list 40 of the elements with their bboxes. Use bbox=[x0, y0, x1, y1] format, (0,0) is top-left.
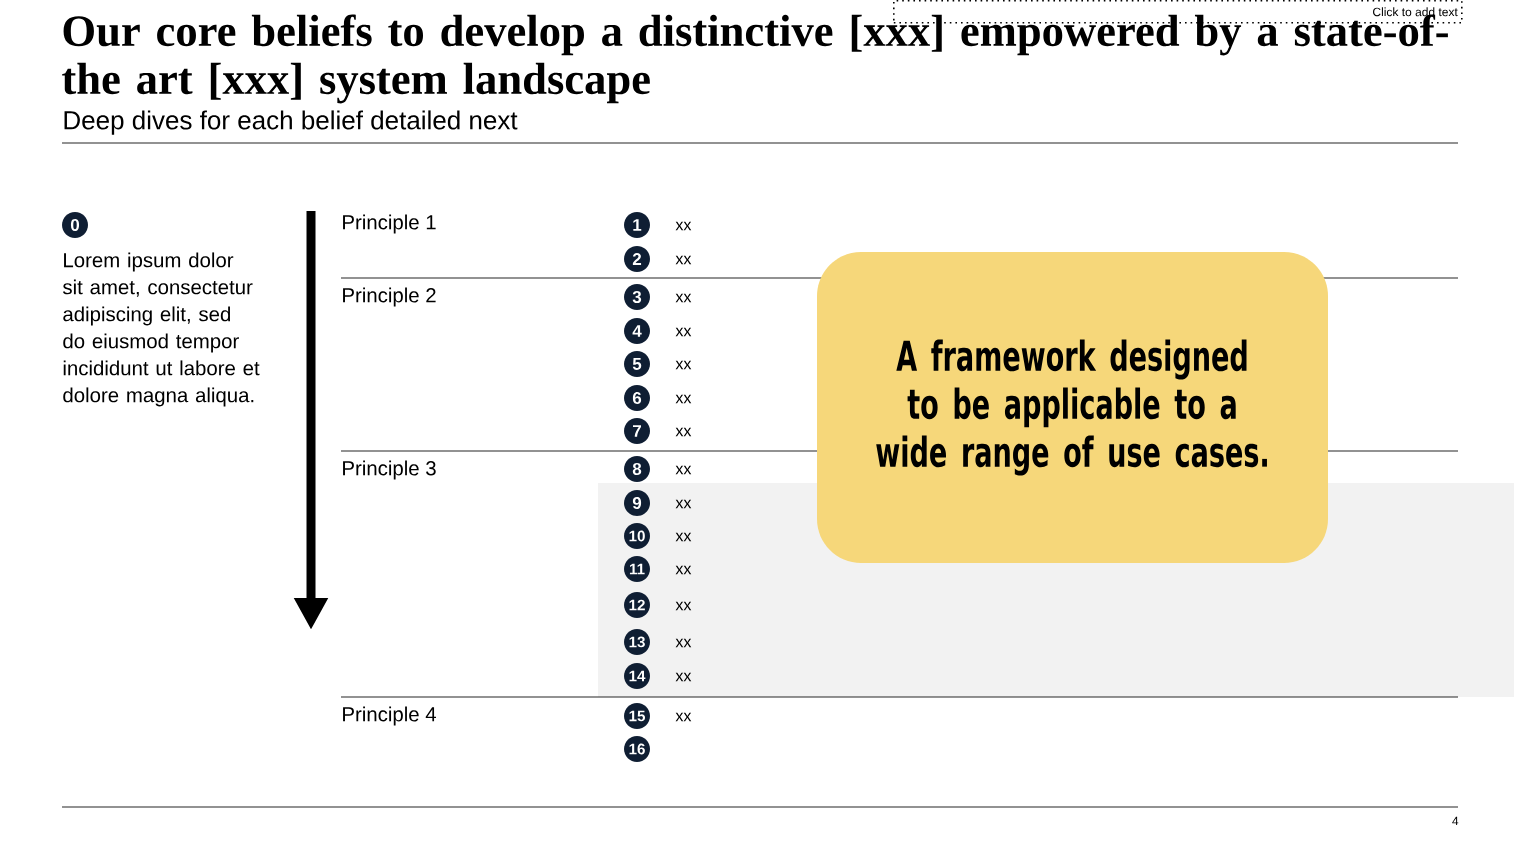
number-badge: 1 bbox=[624, 212, 650, 238]
number-badge: 12 bbox=[624, 592, 650, 618]
number-badge: 6 bbox=[624, 385, 650, 411]
number-badge: 2 bbox=[624, 246, 650, 272]
item-text: xx bbox=[675, 465, 692, 475]
number-badge: 0 bbox=[62, 212, 88, 238]
item-text: xx bbox=[675, 327, 692, 337]
number-badge: 3 bbox=[624, 284, 650, 310]
row-heading: Principle 2 bbox=[343, 287, 436, 307]
number-badge: 14 bbox=[624, 663, 650, 689]
item-text: xx bbox=[675, 565, 692, 575]
number-badge: 9 bbox=[624, 490, 650, 516]
number-badge: 5 bbox=[624, 351, 650, 377]
number-badge: 4 bbox=[624, 318, 650, 344]
number-badge: 11 bbox=[624, 556, 650, 582]
item-text: xx bbox=[675, 499, 692, 509]
item-text: xx bbox=[675, 221, 692, 231]
item-text: xx bbox=[675, 394, 692, 404]
item-text: xx bbox=[675, 532, 692, 542]
number-badge: 13 bbox=[624, 629, 650, 655]
item-text: xx bbox=[675, 712, 692, 722]
page-number: 4 bbox=[1452, 816, 1459, 826]
item-text: xx bbox=[675, 638, 692, 648]
item-text: xx bbox=[675, 293, 692, 303]
number-badge: 16 bbox=[624, 736, 650, 762]
subtitle: Deep dives for each belief detailed next bbox=[64, 110, 518, 135]
number-badge: 8 bbox=[624, 456, 650, 482]
row-heading: Principle 4 bbox=[343, 706, 436, 726]
row-heading: Principle 1 bbox=[343, 214, 436, 234]
callout-box: A framework designed to be applicable to a wide range of use cases. bbox=[817, 252, 1328, 563]
item-text: xx bbox=[675, 672, 692, 682]
number-badge: 10 bbox=[624, 523, 650, 549]
item-text: xx bbox=[675, 601, 692, 611]
item-text: xx bbox=[675, 427, 692, 437]
item-text: xx bbox=[675, 255, 692, 265]
row-heading: Principle 3 bbox=[343, 460, 436, 480]
body-text: Lorem ipsum dolor sit amet, consectetur adipiscing elit, sed do eiusmod tempor incididunt ut labore et dolore magna aliqua. bbox=[62, 252, 260, 407]
number-badge: 7 bbox=[624, 418, 650, 444]
number-badge: 15 bbox=[624, 703, 650, 729]
item-text: xx bbox=[675, 360, 692, 370]
